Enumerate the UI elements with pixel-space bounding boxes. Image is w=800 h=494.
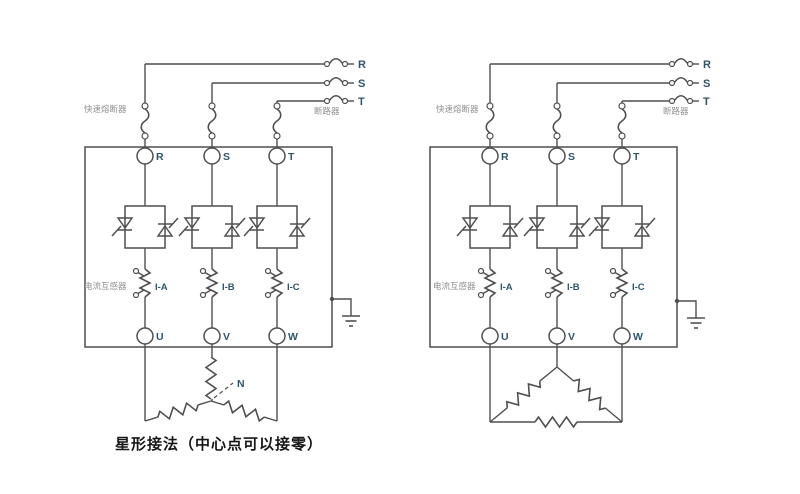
controller-enclosure: [429, 146, 678, 348]
output-label-v: V: [568, 331, 575, 343]
star-circuit: R S T 快速熔断器 断路器 R S T 电流互感器 I-A I-B I-C: [84, 58, 366, 453]
load-resistor: [205, 356, 217, 400]
fuse-label: 快速熔断器: [84, 104, 127, 114]
controller-enclosure: [84, 146, 333, 348]
breaker-icon: [323, 95, 355, 105]
neutral-label: N: [237, 378, 245, 390]
breaker-icon: [668, 77, 700, 87]
load-resistor: [221, 399, 267, 423]
input-terminal: [481, 147, 499, 165]
breaker-icon: [323, 77, 355, 87]
input-terminal: [268, 147, 286, 165]
breaker-icon: [668, 95, 700, 105]
fuse-icon: [140, 102, 150, 140]
star-load-wires: [144, 344, 278, 422]
delta-circuit: R S T 快速熔断器 断路器 R S T 电流互感器 I-A I-B I-C: [429, 58, 711, 428]
output-terminal: [481, 327, 499, 345]
thyristor-module: [588, 205, 656, 249]
phase-label-r: R: [703, 59, 711, 71]
fuse-label: 快速熔断器: [436, 104, 479, 114]
neutral-dashed-line: [213, 382, 234, 399]
current-label-ic: I-C: [287, 282, 300, 293]
feed-wires: [489, 63, 669, 103]
current-label-ib: I-B: [222, 282, 235, 293]
output-label-w: W: [288, 331, 298, 343]
ground-icon: [673, 297, 706, 329]
input-label-t: T: [288, 151, 295, 163]
input-label-s: S: [568, 151, 575, 163]
current-label-ic: I-C: [632, 282, 645, 293]
load-resistor: [155, 399, 201, 423]
breaker-label: 断路器: [663, 106, 689, 116]
output-terminal: [268, 327, 286, 345]
delta-load-wires: [489, 344, 623, 423]
input-label-t: T: [633, 151, 640, 163]
breaker-icon: [668, 58, 700, 68]
phase-label-t: T: [703, 96, 710, 108]
ct-label: 电流互感器: [84, 281, 127, 291]
phase-label-s: S: [703, 78, 710, 90]
phase-label-r: R: [358, 59, 366, 71]
current-transformer-icon: [477, 267, 496, 299]
fuse-icon: [272, 102, 282, 140]
output-label-w: W: [633, 331, 643, 343]
input-terminal: [136, 147, 154, 165]
current-label-ib: I-B: [567, 282, 580, 293]
current-transformer-icon: [199, 267, 218, 299]
feed-wires: [144, 63, 324, 103]
column-wires: [144, 139, 278, 328]
fuse-icon: [617, 102, 627, 140]
ct-label: 电流互感器: [433, 281, 476, 291]
input-label-r: R: [156, 151, 164, 163]
ground-icon: [328, 295, 361, 327]
thyristor-module: [523, 205, 591, 249]
output-terminal: [203, 327, 221, 345]
output-terminal: [136, 327, 154, 345]
thyristor-module: [111, 205, 179, 249]
output-terminal: [548, 327, 566, 345]
input-terminal: [548, 147, 566, 165]
load-resistor: [534, 416, 578, 428]
current-transformer-icon: [264, 267, 283, 299]
output-terminal: [613, 327, 631, 345]
thyristor-module: [243, 205, 311, 249]
fuse-icon: [552, 102, 562, 140]
fuse-icon: [485, 102, 495, 140]
output-label-v: V: [223, 331, 230, 343]
thyristor-module: [178, 205, 246, 249]
current-label-ia: I-A: [500, 282, 513, 293]
star-caption: 星形接法（中心点可以接零）: [115, 435, 323, 453]
input-label-r: R: [501, 151, 509, 163]
column-wires: [489, 139, 623, 328]
thyristor-module: [456, 205, 524, 249]
phase-label-t: T: [358, 96, 365, 108]
current-transformer-icon: [132, 267, 151, 299]
current-transformer-icon: [609, 267, 628, 299]
current-label-ia: I-A: [155, 282, 168, 293]
output-label-u: U: [156, 331, 164, 343]
input-terminal: [613, 147, 631, 165]
breaker-icon: [323, 58, 355, 68]
current-transformer-icon: [544, 267, 563, 299]
breaker-label: 断路器: [314, 106, 340, 116]
phase-label-s: S: [358, 78, 365, 90]
load-resistor: [503, 376, 544, 413]
input-terminal: [203, 147, 221, 165]
output-label-u: U: [501, 331, 509, 343]
input-label-s: S: [223, 151, 230, 163]
fuse-icon: [207, 102, 217, 140]
load-resistor: [569, 376, 610, 413]
